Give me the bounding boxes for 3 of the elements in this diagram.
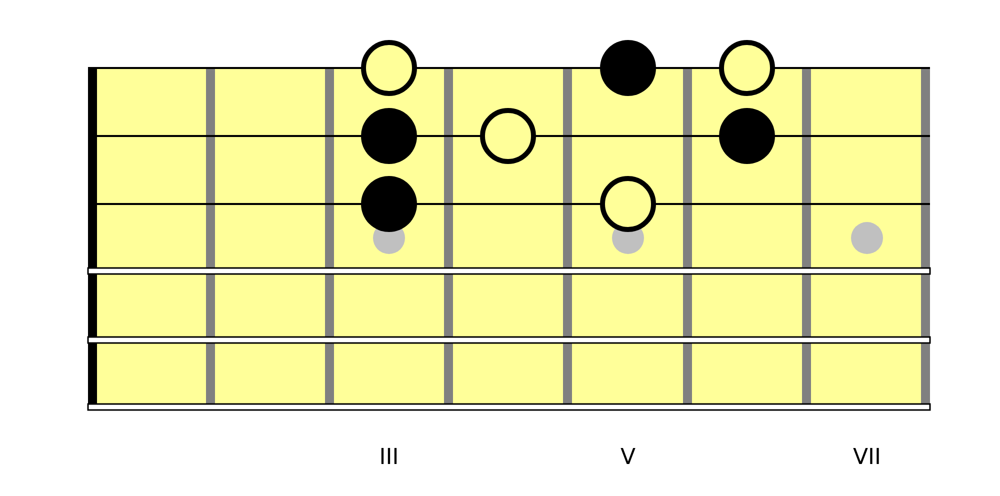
- fret-number: V: [620, 444, 636, 472]
- fret-number: III: [379, 444, 399, 472]
- fret-number: VII: [852, 444, 882, 472]
